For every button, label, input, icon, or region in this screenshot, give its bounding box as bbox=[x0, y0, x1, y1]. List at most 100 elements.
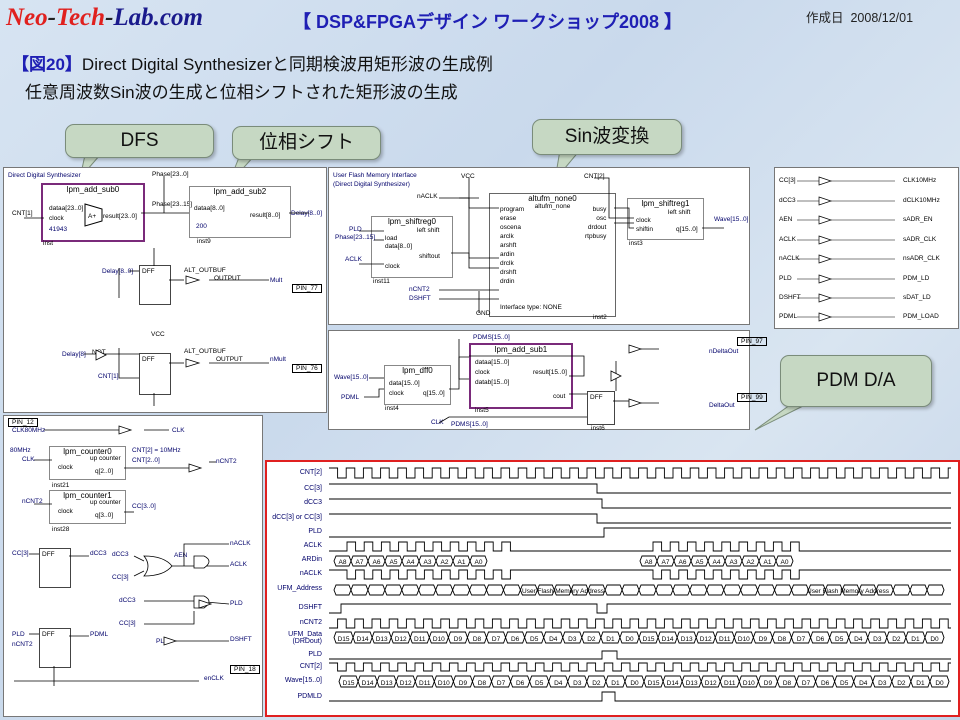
wave-pld-2 bbox=[329, 650, 951, 660]
wave-wave-value: D12 bbox=[400, 680, 412, 687]
wave-ardin-2-value: A1 bbox=[764, 559, 772, 566]
output-buffers-panel: CC[3] dCC3 AEN ACLK nACLK PLD DSHFT PDML… bbox=[774, 167, 959, 329]
dff-block-1: DFF bbox=[139, 265, 171, 305]
wave-ufm-data-value: D8 bbox=[473, 636, 482, 643]
pin12: PIN_12 bbox=[8, 418, 38, 427]
altufm-block: altufm_none0 altufm_none program erase o… bbox=[489, 193, 616, 317]
wave-ufm-data-value: D3 bbox=[873, 636, 882, 643]
dds-schematic-panel: Direct Digital Synthesizer Phase[23..0] … bbox=[3, 167, 327, 413]
in-naclk: nACLK bbox=[779, 255, 800, 262]
wave-ardin-2-value: A5 bbox=[696, 559, 704, 566]
clk-input: CLK bbox=[431, 419, 444, 426]
sig-ardin: ARDin bbox=[301, 556, 322, 563]
wave-ncnt2 bbox=[329, 618, 951, 629]
wave-wave-value: D8 bbox=[478, 680, 487, 687]
naclk-input: nACLK bbox=[417, 193, 438, 200]
wave-input: Wave[15..0] bbox=[334, 374, 369, 381]
shiftreg1-block: lpm_shiftreg1 left shift clock shiftin q… bbox=[627, 198, 704, 240]
wave-ardin-2-value: A8 bbox=[645, 559, 653, 566]
out-nsadr-clk: nsADR_CLK bbox=[903, 255, 940, 262]
dshft-output: DSHFT bbox=[230, 636, 252, 643]
wave-ardin-2-value: A7 bbox=[662, 559, 670, 566]
wave-ardin-1 bbox=[333, 555, 488, 567]
wave-ufm-data-value: D14 bbox=[357, 636, 369, 643]
pdms2-label: PDMS[15..0] bbox=[451, 421, 488, 428]
sig-dcc3: dCC3 bbox=[304, 499, 322, 506]
wave-ufm-data-value: D12 bbox=[700, 636, 712, 643]
ndelta-output: nDeltaOut bbox=[709, 348, 739, 355]
sig-ufm-data: UFM_Data (DRDout) bbox=[288, 631, 322, 645]
wave-wave-value: D2 bbox=[592, 680, 601, 687]
sig-aclk: ACLK bbox=[303, 542, 322, 549]
sig-dcc3-or-cc3: dCC[3] or CC[3] bbox=[272, 514, 322, 521]
clk80-input: CLK80MHz bbox=[12, 427, 46, 434]
cc3-input-3: CC[3] bbox=[119, 620, 136, 627]
wave-ufm-address bbox=[333, 584, 945, 596]
constant-41943: 41943 bbox=[49, 226, 68, 233]
clk-wires bbox=[14, 425, 230, 686]
wave-wave-value: D4 bbox=[859, 680, 868, 687]
cnt-10mhz-label: CNT[2] = 10MHz bbox=[132, 447, 181, 454]
site-logo[interactable]: Neo-Tech-Lab.com bbox=[6, 4, 203, 31]
counter0-block: lpm_counter0 up counter clock q[2..0] bbox=[49, 446, 126, 480]
clock-counter-panel: PIN_12 CLK80MHz CLK 80MHz CLK lpm_counte… bbox=[3, 415, 263, 717]
wave-ardin-2-value: A2 bbox=[747, 559, 755, 566]
ncnt2-input-2: nCNT2 bbox=[12, 641, 33, 648]
output-2: OUTPUT bbox=[216, 356, 243, 363]
inst28-label: inst28 bbox=[52, 526, 70, 533]
out-pdm-load: PDM_LOAD bbox=[903, 313, 939, 320]
pin77: PIN_77 bbox=[292, 284, 322, 293]
pin97: PIN_97 bbox=[737, 337, 767, 346]
out-sadr-clk: sADR_CLK bbox=[903, 236, 937, 243]
wave-pld bbox=[329, 527, 951, 538]
wave-wave-value: D3 bbox=[573, 680, 582, 687]
wave-ardin-2-value: A6 bbox=[679, 559, 687, 566]
wave-ufm-data-value: D9 bbox=[759, 636, 768, 643]
wave-ufm-data-value: D4 bbox=[549, 636, 558, 643]
pld-input-2: PLD bbox=[156, 638, 169, 645]
ufm-address-label-2: User Flash Memory Address bbox=[807, 588, 890, 595]
pdms-label: PDMS[15..0] bbox=[473, 334, 510, 341]
outbuf-2: ALT_OUTBUF bbox=[184, 348, 226, 355]
wave-ufm-data-value: D10 bbox=[433, 636, 445, 643]
wave-wave-value: D6 bbox=[516, 680, 525, 687]
timing-diagram: CNT[2] CC[3] dCC3 dCC[3] or CC[3] PLD AC… bbox=[265, 460, 960, 717]
wave-aclk bbox=[329, 541, 951, 552]
result2-port: result[8..0] bbox=[250, 212, 281, 219]
sig-cnt2: CNT[2] bbox=[299, 469, 322, 476]
cnt-range-label: CNT[2..0] bbox=[132, 457, 160, 464]
wave-cnt2 bbox=[329, 467, 951, 479]
pin76: PIN_76 bbox=[292, 364, 322, 373]
wave-wave-value: D11 bbox=[419, 680, 431, 687]
wave-wave-value: D15 bbox=[343, 680, 355, 687]
wave-wave-value: D1 bbox=[611, 680, 620, 687]
counter1-block: lpm_counter1 up counter clock q[3..0] bbox=[49, 490, 126, 524]
ncnt2-input: nCNT2 bbox=[22, 498, 43, 505]
wave-ufm-data-value: D7 bbox=[797, 636, 806, 643]
enclk-output: enCLK bbox=[204, 675, 224, 682]
wave-ufm-data-value: D13 bbox=[681, 636, 693, 643]
ufm-schematic-panel: User Flash Memory Interface (Direct Digi… bbox=[328, 167, 750, 325]
inst3-label: inst3 bbox=[629, 240, 643, 247]
wave-wave-value: D3 bbox=[878, 680, 887, 687]
clk-input: CLK bbox=[22, 456, 35, 463]
cnt2-label: CNT[2] bbox=[584, 173, 605, 180]
wave-ardin-1-value: A2 bbox=[441, 559, 449, 566]
pdml-output: PDML bbox=[90, 631, 109, 638]
dshft-input: DSHFT bbox=[409, 295, 431, 302]
wave-wave-value: D14 bbox=[362, 680, 374, 687]
nmult-output: nMult bbox=[270, 356, 286, 363]
out-clk10mhz: CLK10MHz bbox=[903, 177, 937, 184]
delay8-input: Delay[8] bbox=[62, 351, 86, 358]
wave-wave-value: D13 bbox=[381, 680, 393, 687]
naclk-output: nACLK bbox=[230, 540, 251, 547]
aen-output: AEN bbox=[174, 552, 188, 559]
aclk-output: ACLK bbox=[230, 561, 247, 568]
wave-wave-value: D7 bbox=[497, 680, 506, 687]
phase-bus-label: Phase[23..0] bbox=[152, 171, 189, 178]
wave-ufm-data-value: D11 bbox=[719, 636, 731, 643]
wave-ardin-1-value: A3 bbox=[424, 559, 432, 566]
gnd-label: GND bbox=[476, 310, 491, 317]
aclk-input: ACLK bbox=[345, 256, 362, 263]
wave-dcc3 bbox=[329, 498, 951, 509]
